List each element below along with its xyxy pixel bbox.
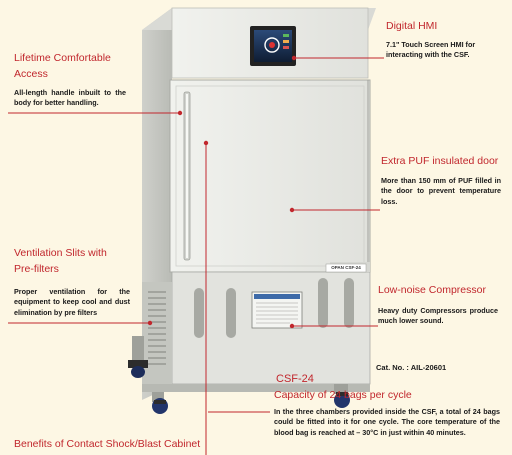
compressor-title: Low-noise Compressor bbox=[378, 284, 486, 296]
access-title-line1: Lifetime Comfortable bbox=[14, 52, 111, 64]
panel-brand: OPAN bbox=[331, 265, 344, 270]
catalog-number: Cat. No. : AIL-20601 bbox=[376, 363, 447, 372]
benefits-title: Benefits of Contact Shock/Blast Cabinet bbox=[14, 438, 201, 450]
ventilation-title-line1: Ventilation Slits with bbox=[14, 247, 107, 259]
brand-label bbox=[325, 263, 367, 273]
insulation-title: Extra PUF insulated door bbox=[381, 155, 499, 167]
ventilation-description: Proper ventilation for the equipment to … bbox=[14, 287, 130, 317]
access-title-line2: Access bbox=[14, 68, 48, 81]
capacity-title: Capacity of 24 bags per cycle bbox=[274, 389, 412, 401]
capacity-description: In the three chambers provided inside th… bbox=[274, 407, 500, 437]
cabinet-door bbox=[169, 79, 371, 273]
caster-wheels bbox=[128, 336, 350, 414]
access-description: All-length handle inbuilt to the body fo… bbox=[14, 88, 126, 108]
hmi-display[interactable] bbox=[250, 26, 296, 66]
front-vent-slots bbox=[194, 278, 354, 338]
compressor-description: Heavy duty Compressors produce much lowe… bbox=[378, 306, 498, 326]
door-handle[interactable] bbox=[183, 91, 191, 261]
panel-model: CSF-24 bbox=[345, 265, 361, 270]
ventilation-title-line2: Pre-filters bbox=[14, 263, 59, 276]
brand-label-text: OPAN CSF-24 bbox=[327, 264, 365, 272]
access-title: Lifetime Comfortable Access bbox=[14, 50, 111, 83]
cabinet-plinth bbox=[142, 384, 370, 392]
insulation-description: More than 150 mm of PUF filled in the do… bbox=[381, 176, 501, 206]
callout-dots bbox=[147, 55, 297, 329]
ventilation-title: Ventilation Slits with Pre-filters bbox=[14, 245, 107, 278]
callout-lines bbox=[8, 57, 384, 455]
instruction-panel bbox=[251, 291, 303, 329]
digital-hmi-title: Digital HMI bbox=[386, 20, 438, 32]
model-label: CSF-24 bbox=[276, 373, 314, 385]
digital-hmi-description: 7.1" Touch Screen HMI for interacting wi… bbox=[386, 40, 476, 60]
side-ventilation-slits bbox=[142, 282, 172, 392]
